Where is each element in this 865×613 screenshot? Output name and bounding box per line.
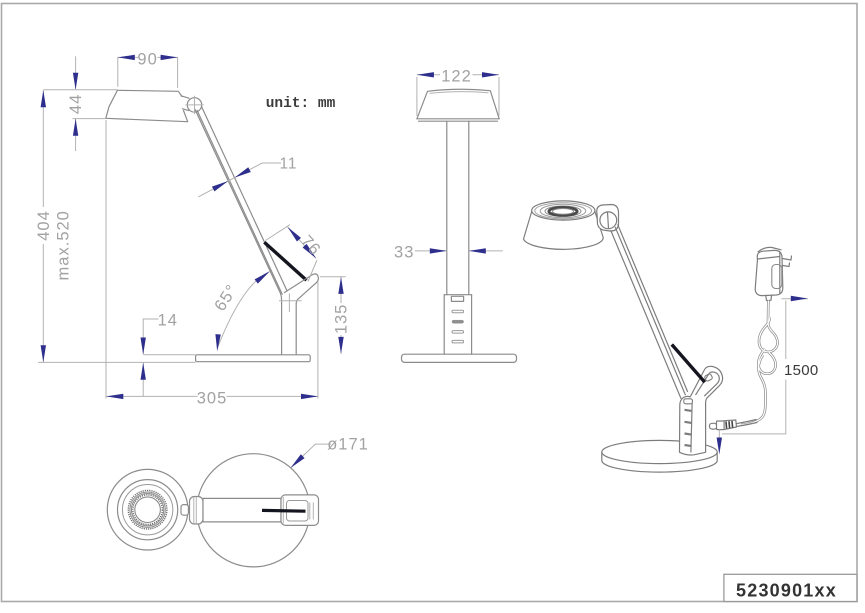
svg-text:ø171: ø171 — [327, 435, 369, 453]
svg-text:33: 33 — [394, 243, 414, 261]
svg-text:404: 404 — [35, 210, 53, 241]
svg-text:1500: 1500 — [784, 362, 819, 379]
svg-text:90: 90 — [137, 51, 157, 69]
svg-text:122: 122 — [441, 68, 472, 86]
svg-text:44: 44 — [67, 94, 85, 114]
svg-text:5230901xx: 5230901xx — [736, 581, 837, 601]
svg-text:max.520: max.520 — [54, 210, 72, 280]
svg-text:14: 14 — [158, 311, 178, 329]
svg-text:305: 305 — [197, 389, 228, 407]
svg-text:11: 11 — [279, 156, 297, 173]
svg-text:135: 135 — [333, 304, 351, 335]
svg-text:unit: mm: unit: mm — [266, 96, 336, 112]
